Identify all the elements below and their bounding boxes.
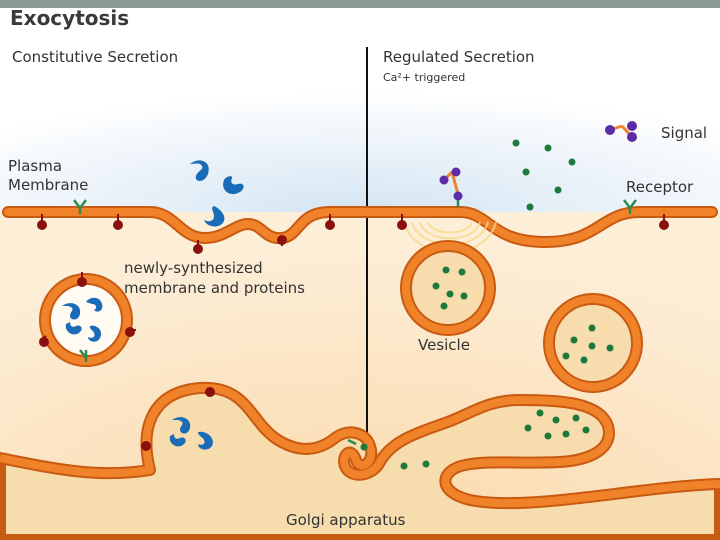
plasma-membrane-fill [4,208,716,247]
bound-signal-molecule [439,167,463,207]
membrane-proteins [37,214,669,451]
calcium-trigger-subheading: Ca²+ triggered [383,71,466,84]
golgi-membrane [0,383,720,508]
newly-synthesized-proteins [62,160,244,450]
vesicle-label: Vesicle [418,336,470,354]
signal-label: Signal [661,124,708,142]
signal-molecule [605,121,637,142]
plasma-membrane-label: Plasma Membrane [8,157,88,195]
newly-synthesized-label: newly-synthesized membrane and proteins [124,258,305,298]
newly-synthesized-label-line-2: membrane and proteins [124,279,305,297]
page-title: Exocytosis [10,6,130,30]
constitutive-secretion-heading: Constitutive Secretion [12,48,179,66]
newly-synthesized-label-line-1: newly-synthesized [124,259,263,277]
golgi-apparatus-label: Golgi apparatus [286,511,406,529]
plasma-membrane-label-line-1: Plasma [8,157,63,175]
docking-vesicle-membrane [402,242,494,334]
regulated-secretion-heading: Regulated Secretion [383,48,535,66]
storage-vesicle-membrane [545,295,641,391]
title-bar [0,0,720,8]
plasma-membrane-label-line-2: Membrane [8,176,89,194]
green-receptors [73,199,637,446]
extracellular-space [0,40,720,212]
secretory-cargo [360,139,614,470]
receptor-label: Receptor [626,178,694,196]
